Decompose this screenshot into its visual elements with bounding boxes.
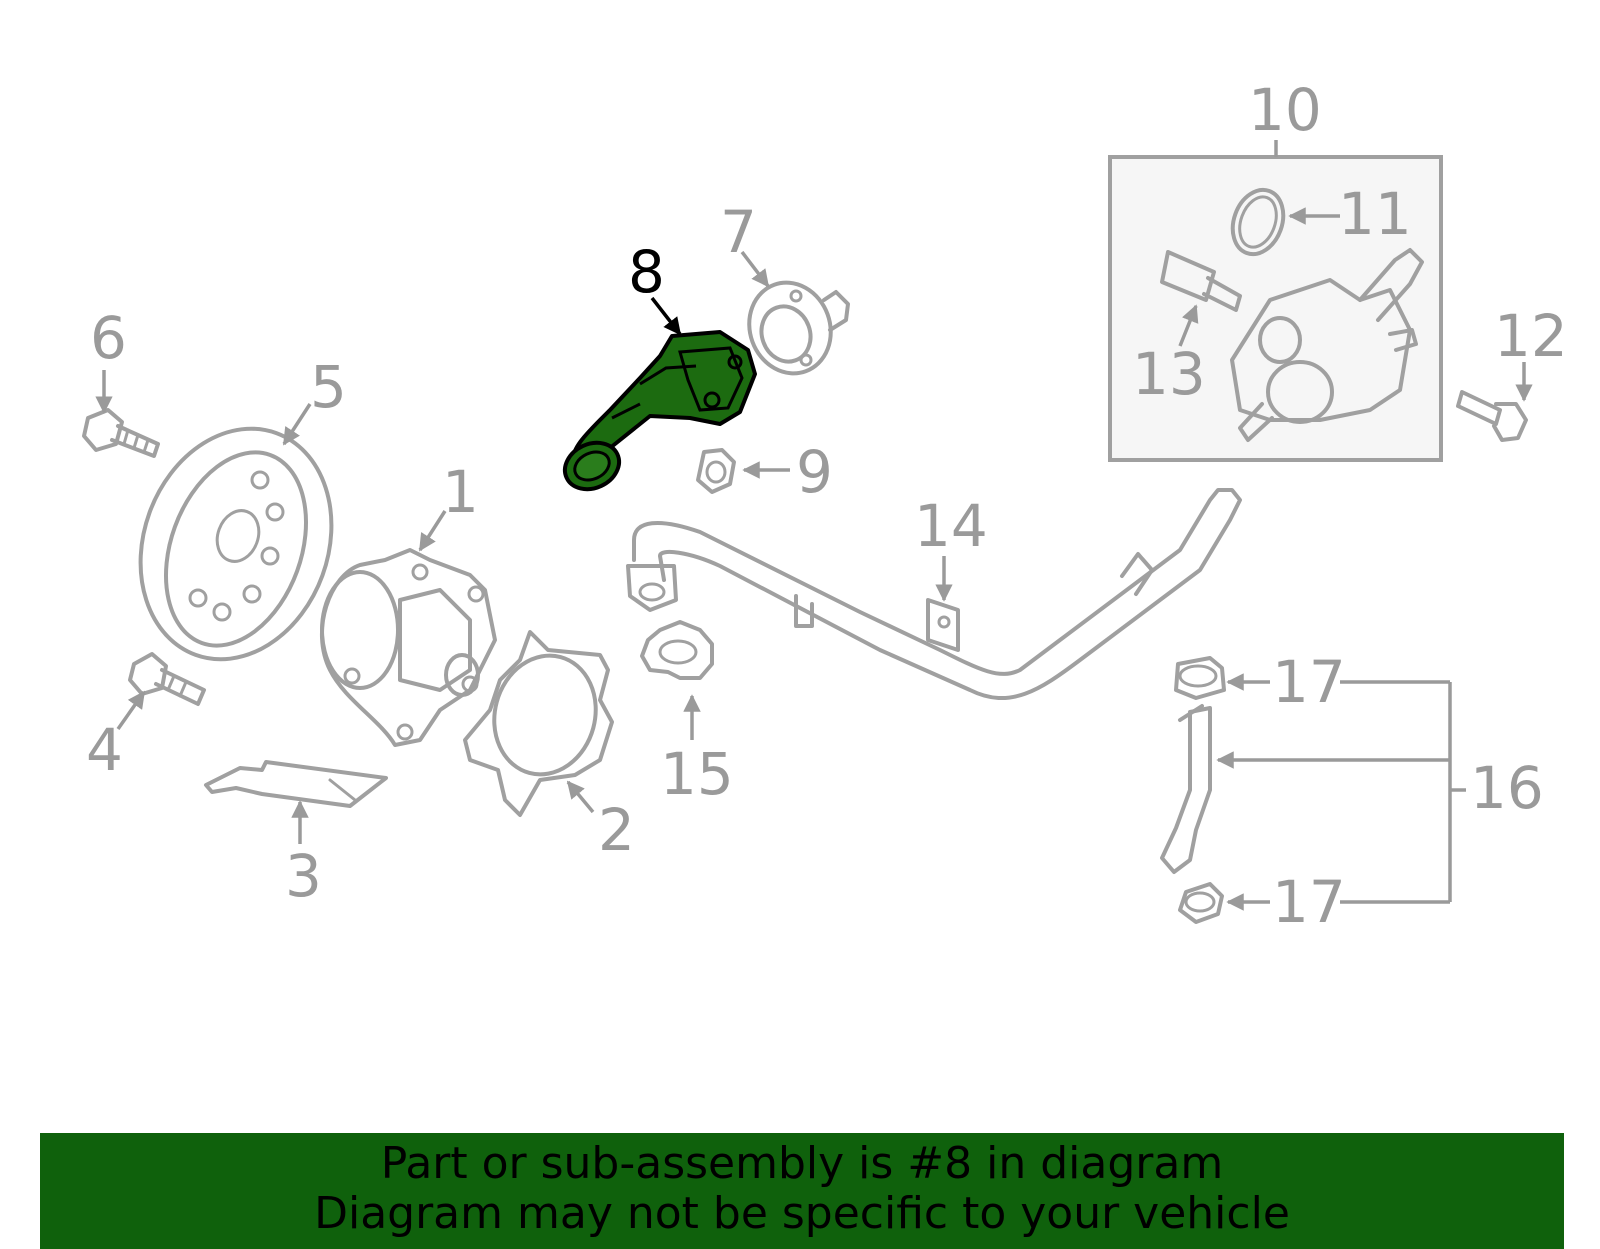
part-11-o-ring	[1230, 187, 1286, 257]
callout-labels: 1 2 3 4 5 6 7 8 9 10 11 12 13 14 15 16 1…	[86, 76, 1568, 936]
part-2-gasket[interactable]	[463, 630, 614, 817]
part-1-water-pump[interactable]	[320, 548, 497, 747]
callout-3: 3	[285, 842, 322, 910]
part-17-clamp-lower	[1178, 882, 1224, 924]
part-4-bolt[interactable]	[128, 652, 206, 706]
callout-1: 1	[442, 458, 479, 526]
callout-16: 16	[1470, 754, 1544, 822]
part-5-pulley[interactable]	[109, 402, 363, 687]
part-3-bracket[interactable]	[204, 760, 388, 808]
callout-14: 14	[914, 492, 988, 560]
callout-10: 10	[1248, 76, 1322, 144]
callout-2: 2	[598, 796, 635, 864]
part-14-water-pipe[interactable]	[626, 488, 1242, 700]
part-8-water-inlet-highlighted[interactable]	[557, 330, 757, 498]
callout-12: 12	[1494, 302, 1568, 370]
callout-11: 11	[1338, 180, 1412, 248]
part-6-bolt[interactable]	[82, 408, 160, 458]
callout-13: 13	[1132, 340, 1206, 408]
callout-6: 6	[90, 304, 127, 372]
part-17-clamp-upper	[1174, 656, 1226, 700]
leader-lines	[95, 140, 1533, 911]
part-10-housing-assembly[interactable]	[1108, 155, 1443, 462]
callout-17-upper: 17	[1272, 648, 1346, 716]
part-7-thermostat[interactable]	[737, 271, 850, 385]
callout-5: 5	[310, 353, 347, 421]
banner-line-part: Part or sub-assembly is #8 in diagram	[380, 1138, 1224, 1189]
part-16-hose-assembly[interactable]	[1160, 656, 1226, 924]
part-15-gasket[interactable]	[640, 620, 714, 680]
callout-15: 15	[660, 740, 734, 808]
callout-8-highlighted: 8	[628, 238, 665, 306]
callout-9: 9	[796, 438, 833, 506]
part-9-nut[interactable]	[696, 448, 736, 494]
callout-7: 7	[720, 198, 757, 266]
callout-4: 4	[86, 716, 123, 784]
callout-17-lower: 17	[1272, 868, 1346, 936]
part-12-bolt[interactable]	[1456, 390, 1528, 442]
info-banner: Part or sub-assembly is #8 in diagram Di…	[40, 1133, 1564, 1249]
banner-line-disclaimer: Diagram may not be specific to your vehi…	[314, 1188, 1290, 1239]
